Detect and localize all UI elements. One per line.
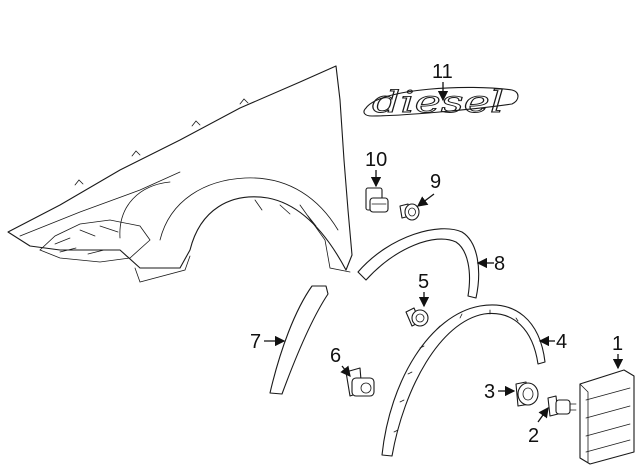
diesel-emblem: diesel	[363, 85, 519, 120]
grommet-3	[515, 381, 539, 407]
emblem-text: diesel	[372, 85, 504, 120]
clip-5	[405, 307, 429, 327]
callout-label: 5	[418, 271, 429, 293]
wheel-arch-strip-4	[381, 304, 546, 457]
callout-9: 9	[416, 171, 441, 207]
callout-7: 7	[250, 331, 286, 353]
push-clip-9	[399, 203, 420, 221]
callout-label: 11	[432, 61, 453, 83]
callout-11: 11	[432, 61, 453, 102]
callout-1: 1	[612, 333, 624, 370]
retainer-6	[345, 367, 375, 397]
callout-label: 6	[330, 345, 341, 367]
callout-label: 10	[365, 149, 387, 171]
callout-label: 4	[556, 331, 567, 353]
side-vent-1	[579, 369, 635, 465]
callout-10: 10	[365, 149, 387, 188]
callout-label: 8	[494, 253, 505, 275]
callout-3: 3	[484, 381, 516, 403]
callout-4: 4	[538, 331, 567, 353]
sill-trim-7	[269, 285, 329, 395]
callout-label: 7	[250, 331, 261, 353]
fender-panel	[7, 65, 353, 283]
wheel-arch-trim-8	[357, 228, 480, 299]
clip-retainer-10	[365, 187, 389, 213]
callout-2: 2	[528, 406, 549, 447]
callout-5: 5	[418, 271, 430, 308]
callout-label: 3	[484, 381, 495, 403]
callout-label: 2	[528, 425, 539, 447]
bolt-2	[547, 395, 577, 417]
callout-8: 8	[476, 253, 505, 275]
callout-label: 9	[430, 171, 441, 193]
callout-label: 1	[612, 333, 623, 355]
callout-6: 6	[330, 345, 351, 378]
